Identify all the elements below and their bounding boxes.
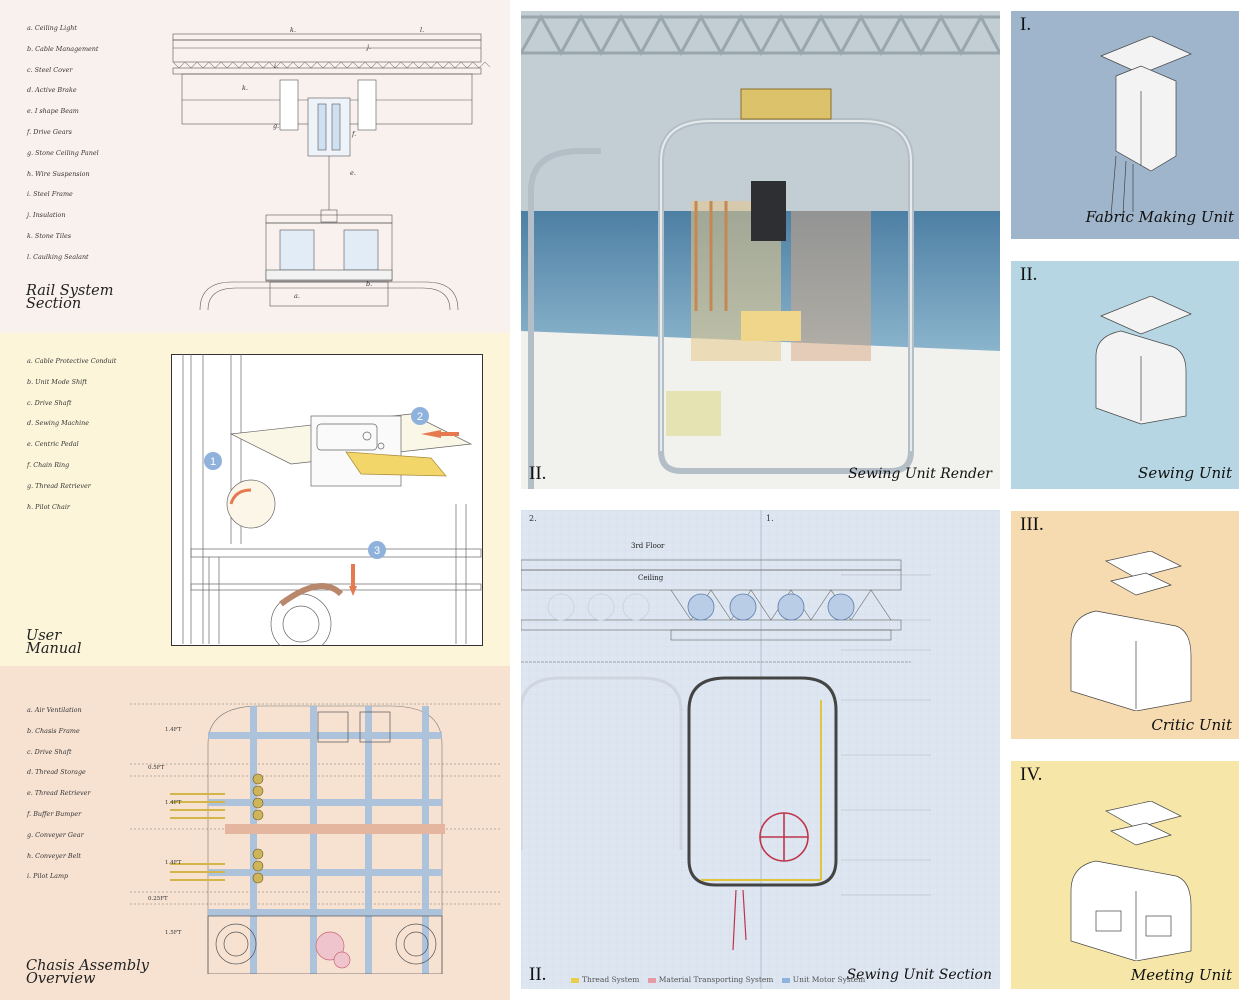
- legend-item: j. Insulation: [27, 211, 66, 220]
- legend-item: e. Thread Retriever: [27, 789, 91, 798]
- legend-item: e. I shape Beam: [27, 107, 79, 116]
- user-manual-illustration: 1 2 3: [171, 354, 483, 646]
- unit-numeral: IV.: [1020, 764, 1043, 785]
- step-number: 1: [210, 456, 216, 468]
- section-drawing: [521, 510, 1000, 989]
- chasis-dim: 0.25FT: [148, 896, 168, 902]
- legend-item: c. Steel Cover: [27, 65, 73, 74]
- chasis-assembly-panel: a. Air Ventilation b. Chasis Frame c. Dr…: [0, 666, 510, 1000]
- legend-item: l. Caulking Sealant: [27, 252, 89, 261]
- section-column-2-label: 2.: [529, 514, 537, 523]
- legend-item: f. Drive Gears: [27, 127, 72, 136]
- unit-card-meeting: IV. Meeting Unit: [1011, 761, 1239, 989]
- sewing-unit-render-panel: II. Sewing Unit Render: [521, 11, 1000, 489]
- unit-caption: Sewing Unit: [1138, 464, 1232, 482]
- legend-item: f. Chain Ring: [27, 460, 70, 469]
- legend-item: b. Chasis Frame: [27, 726, 80, 735]
- unit-numeral: II.: [1020, 264, 1038, 285]
- key-label: Thread System: [582, 975, 640, 984]
- unit-numeral: III.: [1020, 514, 1044, 535]
- rail-section-drawing: k. j. l. k. i. g. f. e. a. b.: [172, 26, 490, 311]
- legend-item: g. Conveyer Gear: [27, 830, 84, 839]
- sewing-unit-axonometric: [1095, 296, 1192, 425]
- critic-unit-axonometric: [1070, 551, 1192, 711]
- thread-system-swatch: [571, 977, 579, 983]
- legend-item: h. Wire Suspension: [27, 169, 90, 178]
- legend-item: d. Sewing Machine: [27, 419, 90, 428]
- legend-item: c. Drive Shaft: [27, 398, 72, 407]
- unit-numeral: I.: [1020, 14, 1032, 35]
- chasis-plan-drawing: 1.4FT 0.5FT 1.4FT 1.4FT 0.25FT 1.5FT: [130, 703, 500, 974]
- chasis-legend: a. Air Ventilation b. Chasis Frame c. Dr…: [27, 703, 90, 890]
- rail-section-title: Rail System Section: [26, 283, 114, 312]
- legend-item: a. Cable Protective Conduit: [27, 357, 117, 365]
- legend-item: f. Buffer Bumper: [27, 809, 82, 818]
- section-numeral: II.: [529, 964, 547, 985]
- sewing-unit-section-panel: 2. 1. 3rd Floor Ceiling II. Sewing Unit …: [521, 510, 1000, 989]
- step-number: 3: [374, 545, 380, 557]
- svg-text:j.: j.: [365, 43, 371, 51]
- svg-text:f.: f.: [351, 130, 356, 138]
- render-image: [521, 11, 1000, 489]
- svg-text:l.: l.: [420, 26, 424, 34]
- key-label: Unit Motor System: [792, 975, 866, 984]
- unit-caption: Meeting Unit: [1130, 966, 1232, 984]
- svg-text:i.: i.: [274, 62, 278, 70]
- step-number: 2: [417, 411, 423, 423]
- chasis-dim: 0.5FT: [148, 765, 165, 771]
- rail-legend: a. Ceiling Light b. Cable Management c. …: [27, 21, 99, 271]
- svg-text:b.: b.: [366, 280, 372, 288]
- svg-text:e.: e.: [350, 169, 356, 177]
- legend-item: e. Centric Pedal: [27, 440, 79, 449]
- ceiling-label: Ceiling: [638, 574, 664, 582]
- chasis-title: Chasis Assembly Overview: [26, 958, 150, 987]
- floor-label: 3rd Floor: [631, 542, 665, 550]
- section-color-key: Thread System Material Transporting Syst…: [565, 975, 865, 984]
- svg-text:g.: g.: [273, 122, 279, 130]
- user-manual-title: User Manual: [26, 628, 82, 657]
- unit-caption: Fabric Making Unit: [1085, 208, 1234, 226]
- legend-item: a. Ceiling Light: [27, 24, 77, 32]
- rail-system-section-panel: a. Ceiling Light b. Cable Management c. …: [0, 0, 510, 333]
- legend-item: i. Steel Frame: [27, 190, 73, 199]
- legend-item: c. Drive Shaft: [27, 747, 72, 756]
- user-manual-panel: a. Cable Protective Conduit b. Unit Mode…: [0, 333, 510, 666]
- legend-item: d. Thread Storage: [27, 768, 86, 777]
- legend-item: d. Active Brake: [27, 86, 77, 95]
- section-column-1-label: 1.: [766, 514, 774, 523]
- legend-item: i. Pilot Lamp: [27, 872, 69, 881]
- unit-card-sewing: II. Sewing Unit: [1011, 261, 1239, 489]
- svg-text:a.: a.: [294, 292, 300, 300]
- legend-item: g. Thread Retriever: [27, 481, 91, 490]
- legend-item: a. Air Ventilation: [27, 706, 82, 714]
- unit-caption: Critic Unit: [1151, 716, 1232, 734]
- key-label: Material Transporting System: [658, 975, 774, 984]
- fabric-unit-axonometric: [1100, 36, 1192, 216]
- unit-card-fabric-making: I. Fabric Making Unit: [1011, 11, 1239, 239]
- svg-text:k.: k.: [290, 26, 296, 34]
- motor-system-swatch: [781, 977, 790, 983]
- legend-item: b. Cable Management: [27, 44, 99, 53]
- legend-item: h. Pilot Chair: [27, 502, 70, 511]
- legend-item: g. Stone Ceiling Panel: [27, 148, 99, 157]
- svg-text:k.: k.: [242, 84, 248, 92]
- chasis-dim: 1.4FT: [165, 800, 182, 806]
- unit-card-critic: III. Critic Unit: [1011, 511, 1239, 739]
- legend-item: b. Unit Mode Shift: [27, 377, 88, 386]
- material-system-swatch: [647, 977, 656, 983]
- chasis-dim: 1.4FT: [165, 860, 182, 866]
- user-manual-legend: a. Cable Protective Conduit b. Unit Mode…: [27, 354, 116, 520]
- chasis-dim: 1.4FT: [165, 727, 182, 733]
- render-caption: Sewing Unit Render: [848, 466, 992, 482]
- chasis-dim: 1.5FT: [165, 930, 182, 936]
- legend-item: k. Stone Tiles: [27, 231, 72, 240]
- section-caption: Sewing Unit Section: [846, 967, 992, 983]
- render-numeral: II.: [529, 463, 547, 484]
- legend-item: h. Conveyer Belt: [27, 851, 81, 860]
- meeting-unit-axonometric: [1070, 801, 1192, 961]
